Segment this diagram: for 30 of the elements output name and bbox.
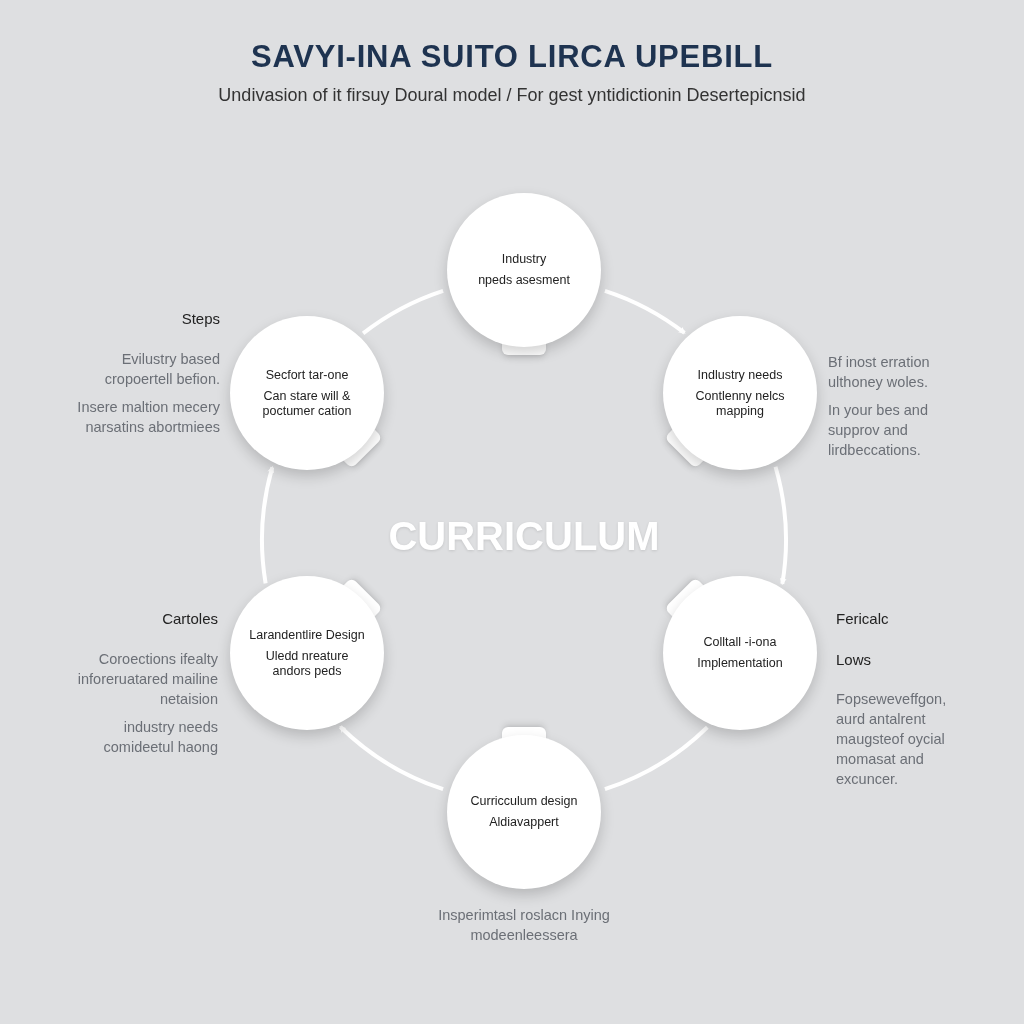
side-heading: Fericalc [836,609,890,629]
side-note: Insere maltion mecery narsatins abortmiees [76,397,220,437]
arrow [773,466,788,586]
step-text: Larandentlire Design [249,627,365,643]
side-note: In your bes and supprov and lirdbeccations. [828,401,929,460]
step-text: Indlustry needs [697,367,783,383]
step-text: Colltall -i-ona [703,635,777,650]
step-text: Industry [501,252,547,267]
side-note: industry needs comideetul haong [102,717,218,757]
step-text: Secfort tar-one [265,367,349,383]
step-text: Aldiavappert [489,815,559,830]
title: SAVYI-INA SUITO LIRCA UPEBILL [250,38,774,76]
side-note: Bf inost erration ulthoney woles. [828,353,931,392]
step-text: Curricculum design [470,794,578,809]
step-text: Can stare will & poctumer cation [261,388,353,419]
side-note: Coroections ifealty inforeruatared mailine netaision [76,649,218,709]
side-heading: Cartoles [161,609,218,629]
step-text: Uledd nreature andors peds [264,648,350,679]
arrow [604,288,686,335]
step-text: Implementation [697,656,783,671]
arrow [260,465,275,584]
subtitle: Undivasion of it firsuy Doural model / For gest yntidictionin Desertepicnsid [217,84,807,107]
side-heading: Lows [836,649,873,670]
side-note: Insperimtasl roslacn Inying modeenleessera [437,906,611,945]
step-text: npeds asesment [478,273,570,288]
arrow [339,725,444,792]
side-note: Fopseweveffgon, aurd antalrent maugsteof oycial momasat and excuncer. [836,690,948,789]
side-note: Evilustry based cropoertell befion. [103,349,220,389]
step-text: Contlenny nelcs mapping [694,388,786,419]
side-heading: Steps [180,309,220,329]
